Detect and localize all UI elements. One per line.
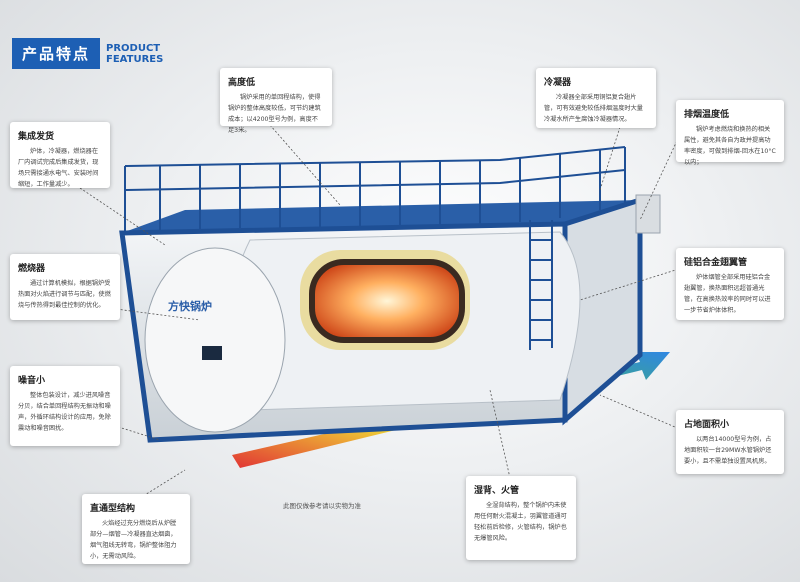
burner-disc (144, 247, 286, 433)
callout-body: 冷凝器全部采用铜铝复合翅片管，可有效避免较低排烟温度时大量冷凝水所产生腐蚀冷凝器… (544, 94, 643, 123)
callout-title: 噪音小 (18, 376, 46, 386)
callout-body: 通过计算机模拟，根据锅炉受热面对火焰进行调节与匹配，使燃烧与传热得到最佳控制的优… (18, 280, 111, 309)
callout-integrated: 集成发货 炉体，冷凝器，燃烧器在厂内调试完成后集成发货，现场只需接通水电气、安装… (10, 122, 110, 188)
callout-body: 全湿背结构，整个锅炉内未使用任何耐火混凝土，羽翼管道通可轻松前后检修，火管结构，… (474, 502, 567, 542)
callout-burner: 燃烧器 通过计算机模拟，根据锅炉受热面对火焰进行调节与匹配，使燃烧与传热得到最佳… (10, 254, 120, 320)
ladder (529, 220, 553, 350)
burner-panel (202, 346, 222, 360)
callout-exhaust: 排烟温度低 锅炉考虑燃烧和换热的相关属性，避免其各自为政并提高功率密度，可做到排… (676, 100, 784, 166)
callout-title: 排烟温度低 (684, 110, 730, 120)
callout-title: 湿背、火管 (474, 486, 520, 496)
furnace-fire (309, 259, 465, 343)
callout-fin-tube: 硅铝合金翅翼管 炉体烟管全部采用硅铝合金翅翼管，换热面积远超普通光管，在高换热效… (676, 248, 784, 320)
callout-footprint: 占地面积小 以两台14000型号为例，占地面积较一台29MW水管锅炉还要小，且不… (676, 410, 784, 474)
callout-body: 以两台14000型号为例，占地面积较一台29MW水管锅炉还要小，且不需单独设置风… (684, 436, 772, 465)
callout-body: 炉体烟管全部采用硅铝合金翅翼管，换热面积远超普通光管，在高换热效率的同时可以进一… (684, 274, 771, 314)
callout-noise: 噪音小 整体包装设计，减少进风噪音分贝，结合单回程结构无振动和噪声，外循环结构设… (10, 366, 120, 446)
callout-title: 高度低 (228, 78, 256, 88)
callout-title: 集成发货 (18, 132, 55, 142)
callout-height: 高度低 锅炉采用的单回程结构，使得锅炉的整体高度较低，可节约建筑成本；以4200… (220, 68, 332, 134)
callout-body: 火焰经过充分燃烧后从炉膛部分—烟管—冷凝器直达烟囱，烟气阻线无转弯，锅炉整体阻力… (90, 520, 177, 560)
callout-title: 冷凝器 (544, 78, 572, 88)
chimney-outlet (635, 194, 661, 234)
header-title-zh: 产品特点 (12, 38, 101, 69)
callout-title: 硅铝合金翅翼管 (684, 258, 748, 268)
callout-body: 锅炉采用的单回程结构，使得锅炉的整体高度较低，可节约建筑成本；以4200型号为例… (228, 94, 321, 134)
callout-title: 占地面积小 (684, 420, 730, 430)
callout-condenser: 冷凝器 冷凝器全部采用铜铝复合翅片管，可有效避免较低排烟温度时大量冷凝水所产生腐… (536, 68, 656, 128)
callout-wet-back: 湿背、火管 全湿背结构，整个锅炉内未使用任何耐火混凝土，羽翼管道通可轻松前后检修… (466, 476, 576, 560)
reference-note: 此图仅做参考请以实物为准 (283, 502, 361, 510)
callout-body: 炉体，冷凝器，燃烧器在厂内调试完成后集成发货，现场只需接通水电气、安装时间缩短，… (18, 148, 99, 188)
callout-straight: 直通型结构 火焰经过充分燃烧后从炉膛部分—烟管—冷凝器直达烟囱，烟气阻线无转弯，… (82, 494, 190, 564)
section-header: 产品特点 PRODUCT FEATURES (12, 38, 186, 69)
callout-body: 整体包装设计，减少进风噪音分贝，结合单回程结构无振动和噪声，外循环结构设计的应用… (18, 392, 111, 432)
header-title-en: PRODUCT FEATURES (106, 42, 164, 65)
leader-lines (79, 124, 683, 499)
callout-title: 燃烧器 (18, 264, 46, 274)
brand-logo: 方快锅炉 (168, 300, 212, 313)
callout-title: 直通型结构 (90, 504, 136, 514)
railing (124, 146, 626, 233)
callout-body: 锅炉考虑燃烧和换热的相关属性，避免其各自为政并提高功率密度，可做到排烟-回水在1… (684, 126, 776, 166)
